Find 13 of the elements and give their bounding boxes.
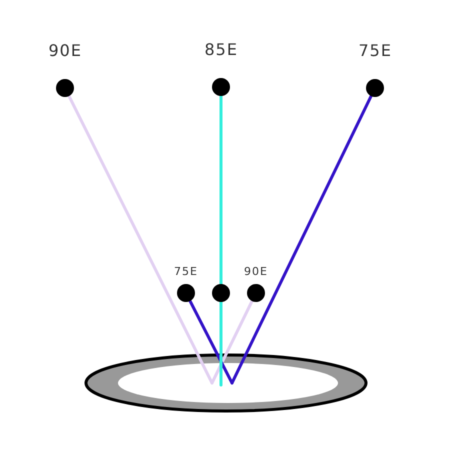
point-label: 75E bbox=[358, 43, 392, 59]
light-ray bbox=[188, 300, 234, 384]
light-ray bbox=[230, 94, 373, 384]
light-ray bbox=[210, 300, 254, 384]
dot-marker bbox=[212, 284, 230, 302]
point-label: 75E bbox=[174, 266, 198, 277]
point-label: 85E bbox=[204, 42, 238, 58]
light-ray bbox=[68, 94, 214, 384]
ring-ellipse bbox=[84, 353, 368, 413]
light-ray bbox=[220, 300, 222, 386]
light-ray bbox=[220, 94, 222, 286]
point-label: 90E bbox=[244, 266, 268, 277]
point-label: 90E bbox=[48, 43, 82, 59]
